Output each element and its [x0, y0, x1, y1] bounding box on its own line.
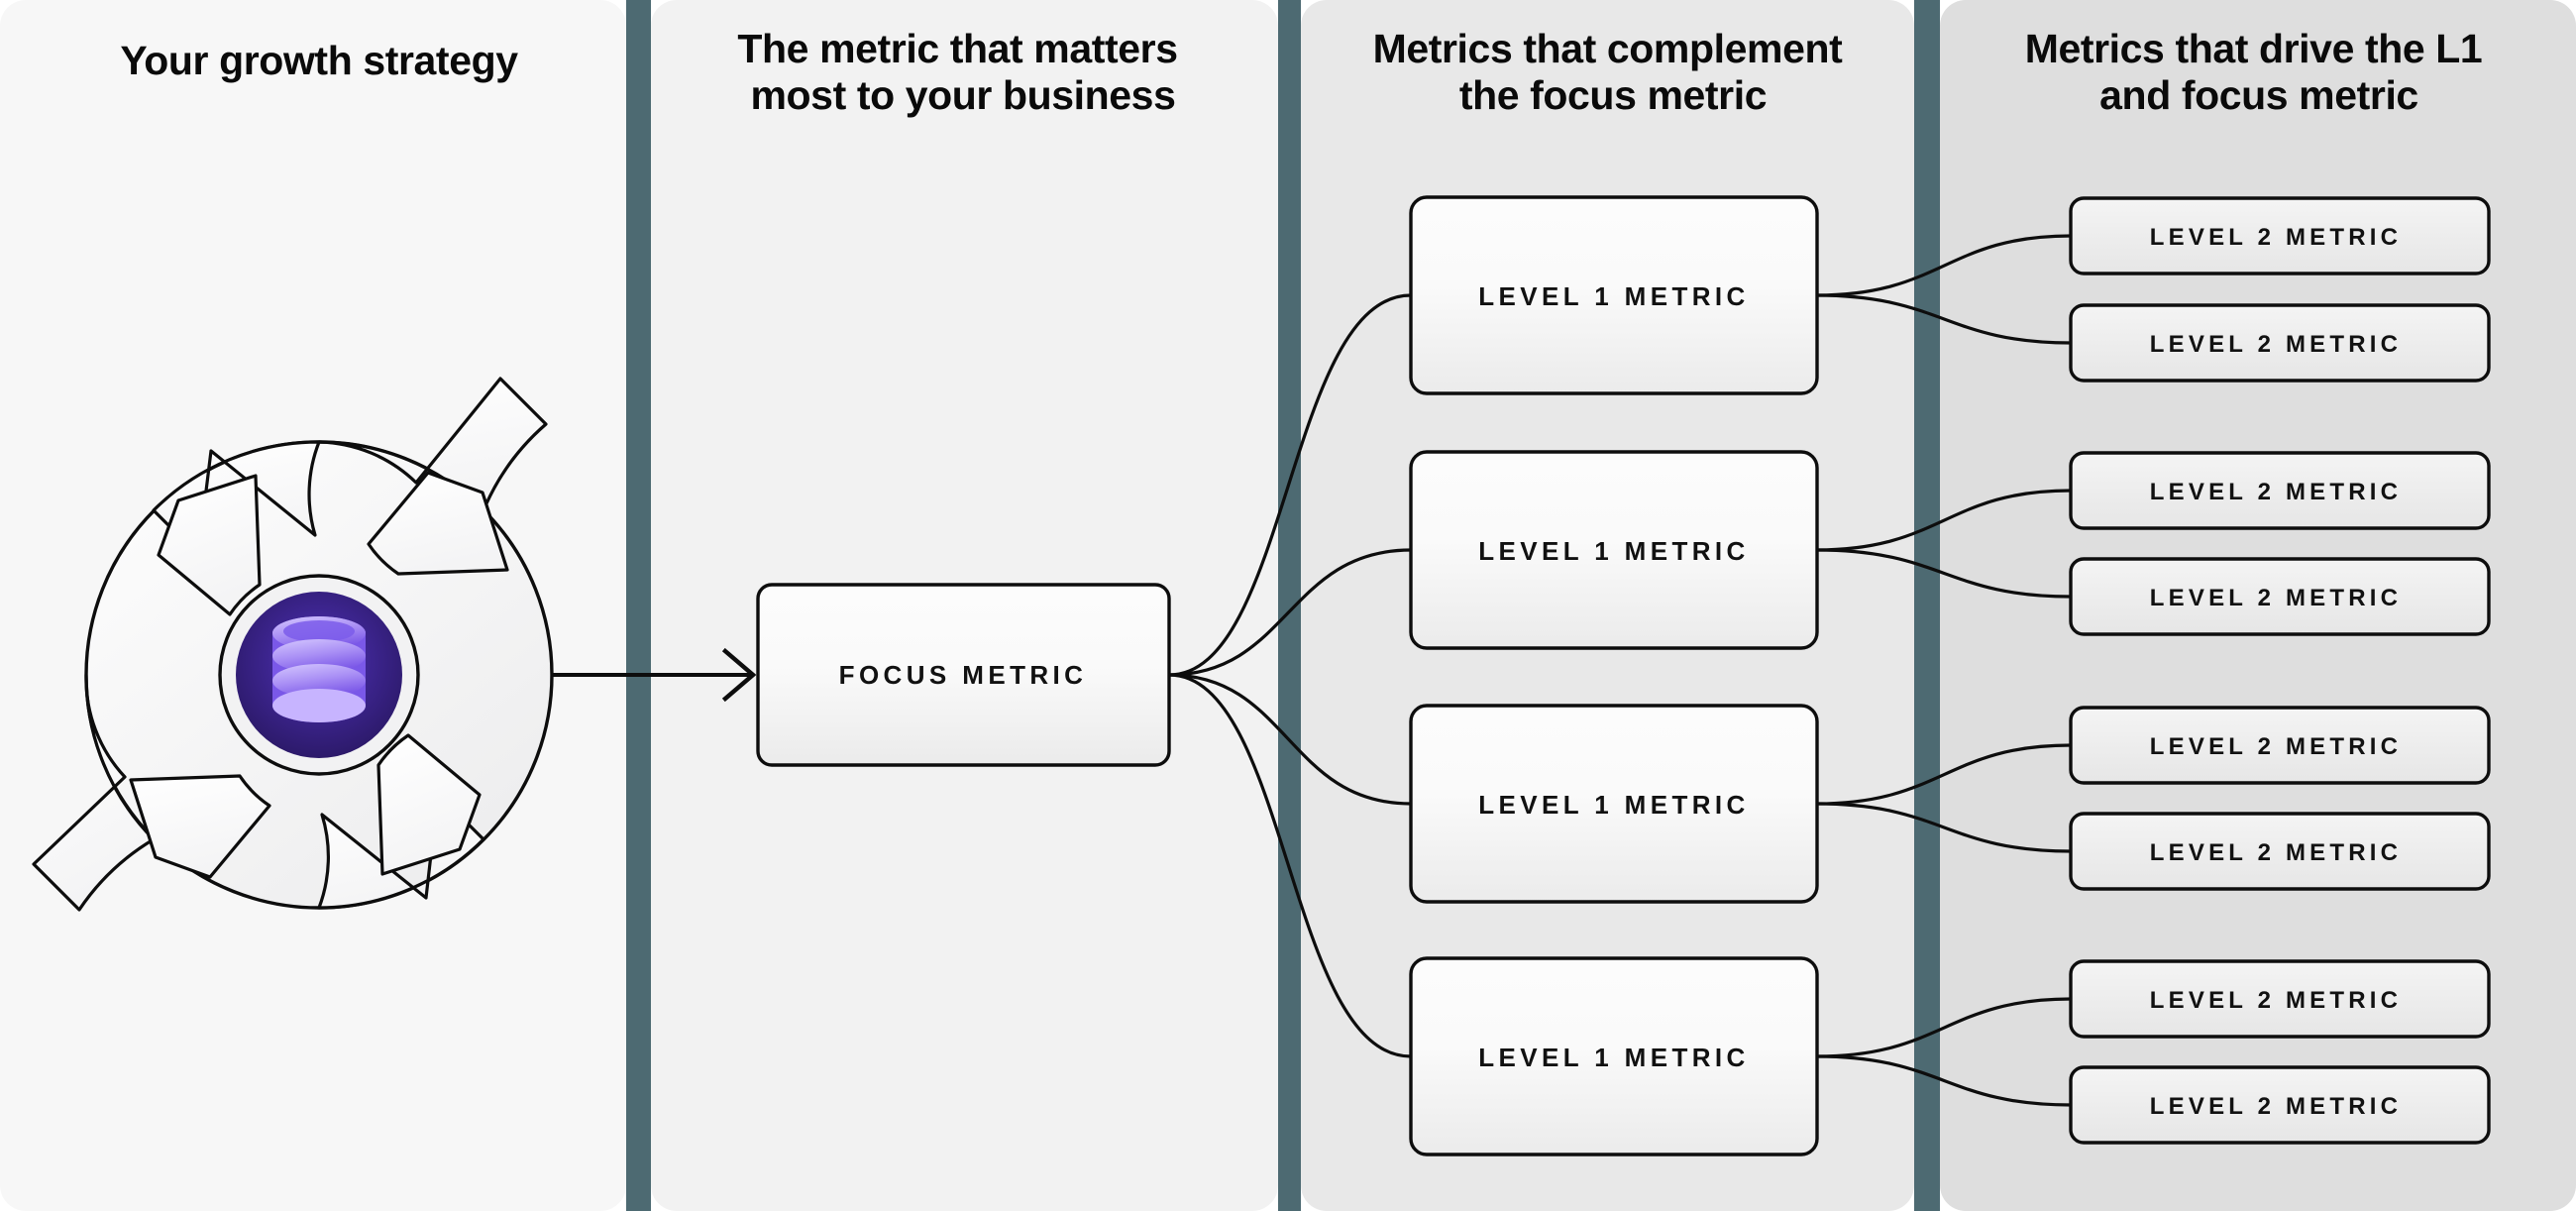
aperture-petal-2 — [317, 377, 548, 512]
aperture-blade-top — [157, 474, 262, 616]
level1-node[interactable]: LEVEL 1 METRIC — [1409, 956, 1819, 1156]
level1-node[interactable]: LEVEL 1 METRIC — [1409, 704, 1819, 904]
connector-l1-1-to-l2-2 — [1815, 293, 2073, 345]
title-line: and focus metric — [2099, 72, 2418, 118]
focus-metric-label: FOCUS METRIC — [839, 660, 1088, 690]
level2-node[interactable]: LEVEL 2 METRIC — [2069, 706, 2491, 785]
title-line: Your growth strategy — [120, 38, 518, 83]
connector-focus-to-l1-3 — [1167, 673, 1413, 806]
level2-node[interactable]: LEVEL 2 METRIC — [2069, 451, 2491, 530]
level2-node[interactable]: LEVEL 2 METRIC — [2069, 196, 2491, 275]
level2-box[interactable] — [2069, 1065, 2491, 1145]
level1-box[interactable] — [1409, 450, 1819, 650]
connector-l1-2-to-l2-4 — [1815, 548, 2073, 599]
connector-l1-4-to-l2-8 — [1815, 1054, 2073, 1107]
column-divider-3 — [1914, 0, 1940, 1211]
focus-metric-node[interactable]: FOCUS METRIC — [756, 583, 1171, 767]
title-line: the focus metric — [1459, 72, 1767, 118]
level2-box[interactable] — [2069, 706, 2491, 785]
level2-node[interactable]: LEVEL 2 METRIC — [2069, 1065, 2491, 1145]
level2-label: LEVEL 2 METRIC — [2150, 224, 2402, 251]
title-line: Metrics that drive the L1 — [2025, 26, 2483, 71]
level2-label: LEVEL 2 METRIC — [2150, 585, 2402, 611]
column-dividers — [626, 0, 1940, 1211]
title-line: most to your business — [750, 72, 1175, 118]
level1-nodes: LEVEL 1 METRIC LEVEL 1 METRIC LEVEL 1 ME… — [1409, 195, 1819, 1156]
aperture-blade-bottom — [376, 733, 482, 876]
level1-box[interactable] — [1409, 195, 1819, 395]
column-titles: Your growth strategy The metric that mat… — [120, 26, 2494, 118]
level2-box[interactable] — [2069, 557, 2491, 636]
title-line: The metric that matters — [737, 26, 1177, 71]
connector-focus-to-l1-4 — [1167, 673, 1413, 1058]
level2-box[interactable] — [2069, 812, 2491, 891]
level1-node[interactable]: LEVEL 1 METRIC — [1409, 195, 1819, 395]
level1-label: LEVEL 1 METRIC — [1478, 281, 1750, 311]
level1-box[interactable] — [1409, 704, 1819, 904]
level2-label: LEVEL 2 METRIC — [2150, 733, 2402, 760]
connector-l1-3-to-l2-5 — [1815, 743, 2073, 806]
connector-l1-3-to-l2-6 — [1815, 802, 2073, 853]
level2-node[interactable]: LEVEL 2 METRIC — [2069, 812, 2491, 891]
level2-label: LEVEL 2 METRIC — [2150, 987, 2402, 1014]
column-divider-1 — [626, 0, 651, 1211]
level1-box[interactable] — [1409, 956, 1819, 1156]
level2-box[interactable] — [2069, 451, 2491, 530]
connector-l1-2-to-l2-3 — [1815, 489, 2073, 552]
growth-engine-aperture-icon — [32, 377, 554, 912]
level2-label: LEVEL 2 METRIC — [2150, 1093, 2402, 1120]
connector-focus-to-l1-2 — [1167, 548, 1413, 677]
level1-label: LEVEL 1 METRIC — [1478, 790, 1750, 820]
connector-l1-1-to-l2-1 — [1815, 234, 2073, 297]
focus-to-level1-connectors — [1167, 293, 1413, 1058]
level2-box[interactable] — [2069, 303, 2491, 383]
aperture-blades — [129, 471, 509, 879]
level2-node[interactable]: LEVEL 2 METRIC — [2069, 959, 2491, 1039]
level2-box[interactable] — [2069, 196, 2491, 275]
column-title-focus-metric: The metric that matters most to your bus… — [737, 26, 1188, 118]
aperture-petal-3 — [32, 673, 156, 912]
level1-label: LEVEL 1 METRIC — [1478, 536, 1750, 566]
level1-to-level2-connectors — [1815, 234, 2073, 1107]
strategy-to-focus-arrow — [553, 647, 757, 703]
level1-node[interactable]: LEVEL 1 METRIC — [1409, 450, 1819, 650]
level2-nodes: LEVEL 2 METRIC LEVEL 2 METRIC LEVEL 2 ME… — [2069, 196, 2491, 1145]
column-title-growth-strategy: Your growth strategy — [120, 38, 518, 83]
level2-node[interactable]: LEVEL 2 METRIC — [2069, 557, 2491, 636]
level2-box[interactable] — [2069, 959, 2491, 1039]
database-icon — [272, 616, 366, 722]
level2-label: LEVEL 2 METRIC — [2150, 479, 2402, 505]
connector-l1-4-to-l2-7 — [1815, 997, 2073, 1058]
level2-label: LEVEL 2 METRIC — [2150, 839, 2402, 866]
arrow-head — [721, 647, 757, 703]
column-title-complementary-metrics: Metrics that complement the focus metric — [1373, 26, 1854, 118]
connector-focus-to-l1-1 — [1167, 293, 1413, 677]
level2-label: LEVEL 2 METRIC — [2150, 331, 2402, 358]
column-divider-2 — [1278, 0, 1301, 1211]
level2-node[interactable]: LEVEL 2 METRIC — [2069, 303, 2491, 383]
title-line: Metrics that complement — [1373, 26, 1844, 71]
aperture-blade-right — [367, 471, 509, 576]
aperture-blade-left — [129, 774, 271, 879]
column-title-driver-metrics: Metrics that drive the L1 and focus metr… — [2025, 26, 2494, 118]
focus-metric-box[interactable] — [756, 583, 1171, 767]
level1-label: LEVEL 1 METRIC — [1478, 1043, 1750, 1072]
